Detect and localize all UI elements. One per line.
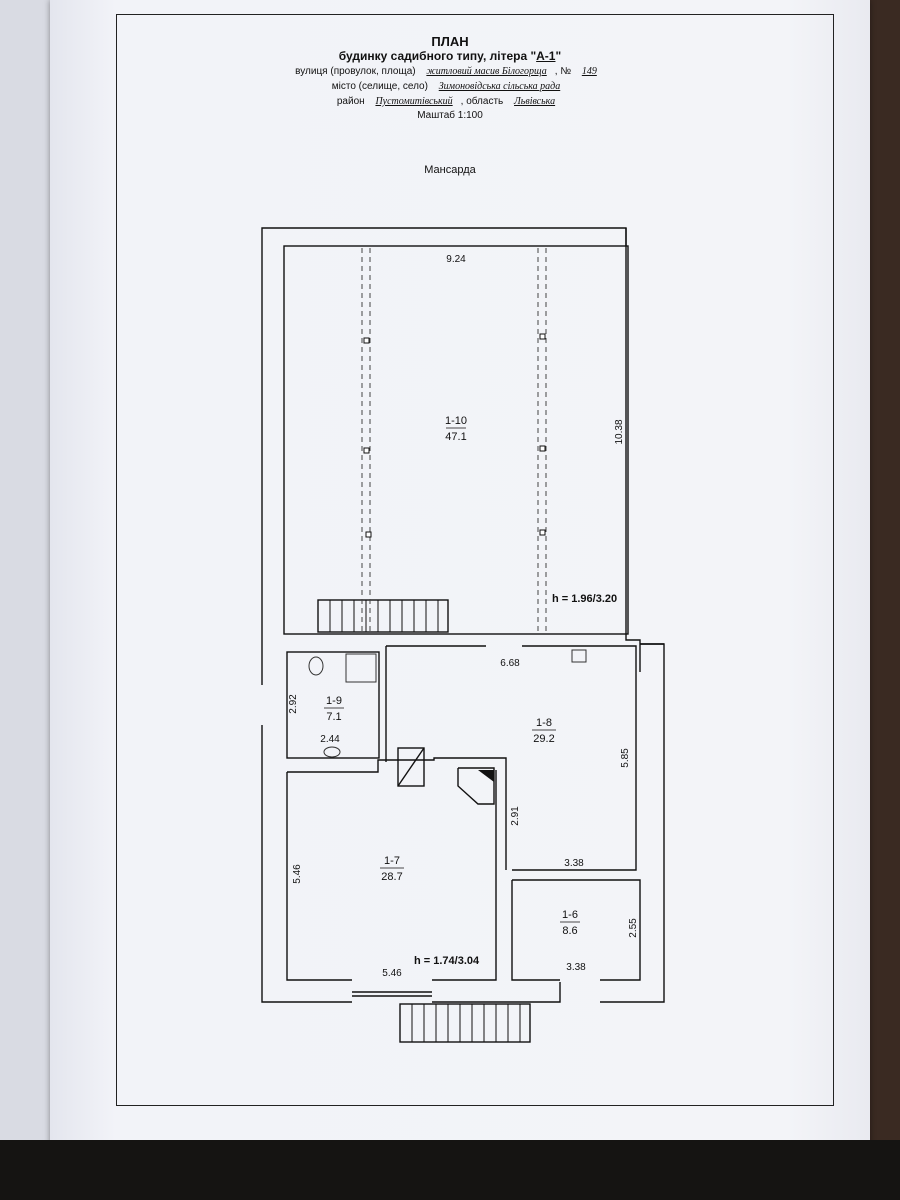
room-1-7-area: 28.7 [381, 871, 402, 883]
dim-2-91: 2.91 [510, 806, 521, 826]
dim-5-85: 5.85 [620, 748, 631, 768]
sink-icon [323, 746, 341, 758]
stove-diag [397, 747, 425, 787]
dim-2-44: 2.44 [320, 734, 340, 745]
stairs-bottom [399, 1003, 531, 1043]
toilet-icon [308, 656, 324, 676]
room-1-10-id: 1-10 [445, 415, 467, 427]
number-label: , № [554, 66, 574, 77]
attic-inner-wall [283, 245, 629, 635]
fixtures [308, 649, 587, 758]
district-value: Пустомитівський [375, 96, 453, 107]
district-label: район [336, 96, 365, 107]
number-value: 149 [581, 66, 597, 77]
chimney-fill [478, 770, 494, 782]
room-1-7-top-wall [287, 757, 507, 870]
dim-2-55: 2.55 [628, 918, 639, 938]
plan-subtitle: будинку садибного типу, літера "А-1" [0, 49, 900, 63]
city-value: Зимоновідська сільська рада [438, 81, 561, 92]
chimney-corner [457, 767, 495, 805]
stair-treads [329, 600, 521, 1042]
height-upper: h = 1.96/3.20 [552, 593, 617, 605]
room-labels: 1-10 47.1 1-9 7.1 1-8 29.2 1-7 28.7 1-6 … [324, 415, 580, 937]
height-lower: h = 1.74/3.04 [414, 955, 480, 967]
outer-wall-bottom-mid [432, 982, 561, 1003]
room-1-7-walls [286, 772, 352, 981]
drawing-frame [116, 14, 834, 1106]
street-value: житловий масив Білогорща [426, 66, 547, 77]
dim-5-46-horiz: 5.46 [382, 968, 402, 979]
region-label: , область [460, 96, 504, 107]
street-line: вулиця (провулок, площа) житловий масив … [0, 66, 900, 77]
room-1-6-area: 8.6 [562, 925, 577, 937]
litera-value: А-1 [536, 49, 556, 63]
stairs-top [317, 599, 449, 633]
stove [397, 747, 425, 787]
dim-2-92: 2.92 [288, 694, 299, 714]
room-1-6-id: 1-6 [562, 909, 578, 921]
room-1-6-walls [512, 879, 641, 981]
dim-6-68: 6.68 [500, 658, 520, 669]
room-1-9-walls [286, 651, 380, 759]
room-1-10-area: 47.1 [445, 431, 466, 443]
room-1-9-id: 1-9 [326, 695, 342, 707]
desk-shadow [0, 1140, 900, 1200]
region-value: Львівська [514, 96, 556, 107]
outer-wall-left-bottom [261, 725, 352, 1003]
dim-3-38-top: 3.38 [564, 858, 584, 869]
room-1-7-right-wall [432, 770, 497, 981]
shower-icon [345, 653, 377, 683]
dim-9-24: 9.24 [446, 254, 466, 265]
room-1-8-area: 29.2 [533, 733, 554, 745]
subtitle-suffix: " [555, 49, 562, 63]
plan-title: ПЛАН [431, 34, 469, 49]
outer-wall-bottom-right [600, 643, 665, 1003]
street-label: вулиця (провулок, площа) [295, 66, 416, 77]
dim-5-46-vert: 5.46 [292, 864, 303, 884]
walls [261, 227, 665, 1043]
vent-icon [571, 649, 587, 663]
room-1-8-walls [512, 645, 637, 871]
outer-wall-left-top [261, 227, 627, 685]
city-label: місто (селище, село) [331, 81, 428, 92]
room-1-7-id: 1-7 [384, 855, 400, 867]
dimension-labels: 9.24 10.38 6.68 2.92 2.44 5.85 2.91 3.38… [288, 254, 639, 979]
subtitle-prefix: будинку садибного типу, літера " [338, 49, 537, 63]
outer-wall-right [625, 230, 641, 672]
dim-10-38: 10.38 [614, 419, 625, 444]
paper-sheet [50, 0, 870, 1165]
scale-line: Маштаб 1:100 [417, 110, 483, 121]
city-line: місто (селище, село) Зимоновідська сільс… [0, 81, 900, 92]
district-line: район Пустомитівський , область Львівська [0, 96, 900, 107]
wall-seg [511, 880, 560, 981]
room-1-9-area: 7.1 [326, 711, 341, 723]
room-1-8-id: 1-8 [536, 717, 552, 729]
dim-3-38-bottom: 3.38 [566, 962, 586, 973]
floor-name: Мансарда [424, 164, 476, 176]
posts [363, 333, 546, 538]
beam-lines [361, 248, 547, 632]
